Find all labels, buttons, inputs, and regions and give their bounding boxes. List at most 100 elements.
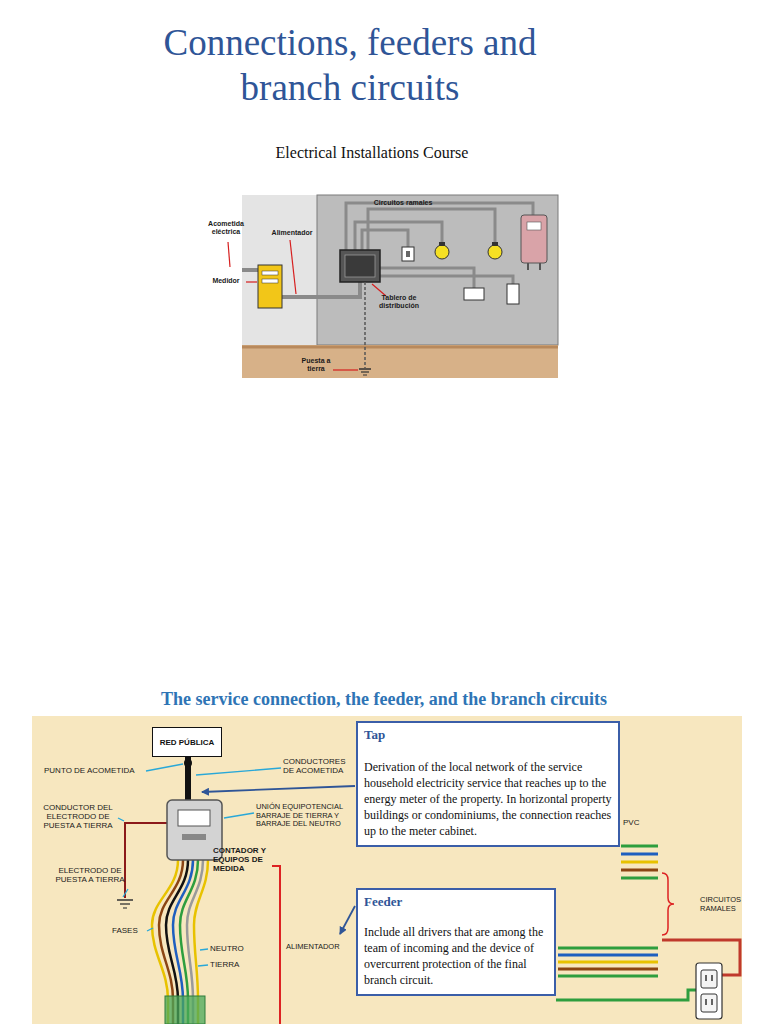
callout-heading: Tap (364, 727, 612, 743)
callout-heading: Feeder (364, 894, 548, 910)
service-diagram (117, 899, 133, 901)
house-illustration (488, 245, 502, 259)
house-illustration (258, 265, 282, 308)
part-label: PVC (623, 818, 649, 827)
house-illustration (527, 222, 541, 230)
service-diagram (125, 823, 167, 898)
cyan-leader-lines (200, 949, 208, 950)
house-illustration (507, 284, 519, 304)
house-illustration (355, 222, 442, 250)
branch-wires (621, 853, 658, 856)
section-heading: The service connection, the feeder, and … (0, 689, 768, 711)
branch-wires (621, 845, 658, 848)
house-illustration (362, 230, 408, 250)
callout-arrows (202, 786, 355, 934)
house-illustration (242, 345, 558, 378)
house-illustration (521, 215, 547, 263)
service-diagram (32, 716, 742, 1024)
callout-box: TapDerivation of the local network of th… (356, 721, 620, 847)
service-diagram (272, 866, 280, 1024)
branch-wires (558, 947, 658, 950)
callout-arrows (202, 786, 355, 792)
feeder-wires (152, 860, 208, 1024)
part-label: CONDUCTORES DE ACOMETIDA (283, 757, 355, 775)
subtitle: Electrical Installations Course (200, 143, 544, 162)
callout-box: FeederInclude all drivers that are among… (356, 888, 556, 996)
part-label: Tablero de distribución (372, 294, 426, 310)
red-leader-lines (333, 369, 358, 370)
part-label: Medidor (207, 277, 245, 285)
part-label: Alimentador (266, 229, 318, 237)
service-diagram (185, 757, 191, 800)
slide-title: Connections, feeders and branch circuits (110, 20, 590, 110)
house-illustration (361, 371, 369, 372)
house-illustration (435, 245, 449, 259)
house-illustration (242, 268, 260, 272)
service-diagram (120, 903, 130, 904)
service-diagram (711, 975, 713, 981)
service-diagram (705, 975, 707, 981)
service-diagram (165, 996, 205, 1024)
house-illustration (242, 195, 558, 378)
house-illustration (359, 368, 371, 370)
callout-body: Derivation of the local network of the s… (364, 759, 612, 839)
service-diagram (178, 810, 210, 826)
part-label: CIRCUITOS RAMALES (700, 896, 756, 913)
part-label: CONDUCTOR DEL ELECTRODO DE PUESTA A TIER… (36, 803, 120, 831)
red-leader-lines (228, 240, 386, 370)
cyan-leader-lines (123, 889, 128, 897)
part-label: UNIÓN EQUIPOTENCIAL BARRAJE DE TIERRA Y … (256, 803, 355, 829)
service-diagram (662, 873, 674, 935)
house-illustration (527, 263, 529, 270)
house-illustration (380, 268, 474, 288)
house-illustration (317, 195, 558, 345)
box-label: RED PÚBLICA (160, 738, 215, 747)
house-illustration (406, 251, 410, 257)
cyan-leader-lines (196, 768, 281, 775)
service-diagram (123, 907, 127, 908)
branch-wires (621, 861, 658, 864)
cyan-leader-lines (118, 764, 281, 966)
service-diagram (711, 999, 713, 1005)
house-illustration (262, 271, 278, 275)
house-illustration (364, 282, 366, 368)
house-illustration (492, 242, 498, 246)
part-label: Acometida eléctrica (205, 220, 247, 236)
branch-wires (558, 968, 658, 971)
part-label: Puesta a tierra (300, 357, 332, 373)
cyan-leader-lines (198, 965, 208, 966)
network-box: RED PÚBLICA (152, 727, 222, 757)
house-illustration (340, 250, 380, 282)
red-leader-lines (290, 240, 296, 294)
service-diagram (32, 716, 742, 1024)
branch-wires (558, 954, 658, 957)
red-leader-lines (246, 281, 257, 282)
part-label: NEUTRO (210, 944, 254, 953)
service-diagram (701, 970, 717, 988)
callout-arrows (340, 906, 355, 934)
red-leader-lines (228, 242, 230, 267)
house-illustration (363, 375, 367, 376)
part-label: ELECTRODO DE PUESTA A TIERRA (44, 866, 136, 884)
callout-body: Include all drivers that are among the t… (364, 924, 548, 988)
part-label: CONTADOR Y EQUIPOS DE MEDIDA (213, 846, 273, 874)
house-illustration (439, 242, 445, 246)
part-label: PUNTO DE ACOMETIDA (44, 766, 148, 775)
house-illustration (282, 282, 360, 297)
cyan-leader-lines (224, 813, 254, 818)
branch-wires (558, 961, 658, 964)
house-illustration (345, 255, 375, 277)
branch-wires (558, 975, 658, 978)
cyan-leader-lines (146, 764, 183, 771)
house-illustration (242, 346, 558, 349)
service-diagram (184, 759, 192, 767)
part-label: FASES (112, 926, 146, 935)
cyan-leader-lines (147, 928, 153, 931)
cyan-leader-lines (118, 818, 124, 821)
service-diagram (182, 834, 206, 840)
part-label: TIERRA (210, 960, 254, 969)
house-illustration (262, 279, 278, 283)
service-diagram (556, 990, 696, 1000)
part-label: Circuitos ramales (372, 199, 434, 207)
house-illustration (380, 276, 513, 284)
